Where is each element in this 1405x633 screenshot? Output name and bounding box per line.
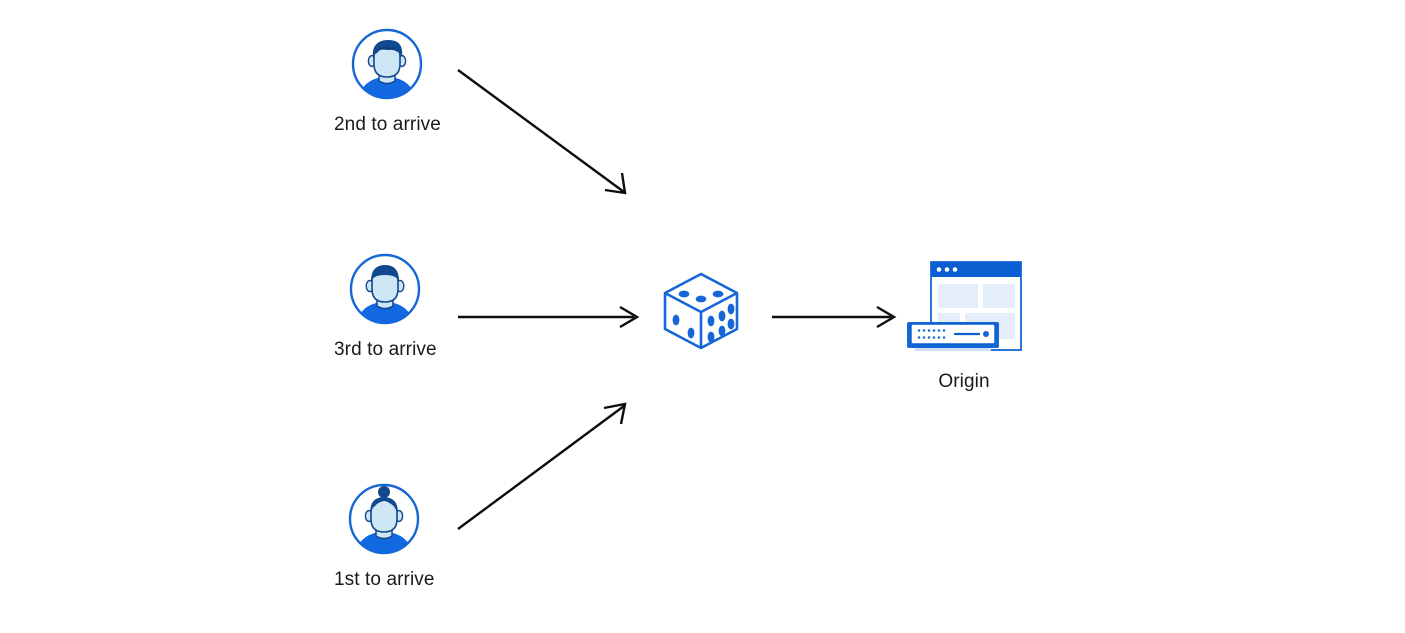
node-label-client-3rd: 3rd to arrive (334, 339, 437, 360)
server-device (907, 322, 999, 351)
node-client-1st[interactable]: 1st to arrive (334, 482, 435, 589)
arrow-dice-to-origin (772, 305, 897, 329)
node-client-3rd[interactable]: 3rd to arrive (334, 252, 437, 359)
node-label-client-1st: 1st to arrive (334, 569, 435, 590)
content-block (983, 284, 1015, 308)
status-dot (983, 331, 989, 337)
arrow-2nd-to-dice (457, 69, 627, 195)
user-avatar-icon (350, 27, 424, 101)
arrow-3rd-to-dice (458, 305, 640, 329)
dice-icon (659, 268, 743, 352)
content-block (938, 284, 978, 308)
user-avatar-icon (348, 252, 422, 326)
window-dot (944, 267, 950, 272)
origin-server-icon (905, 260, 1023, 360)
window-dot (952, 267, 958, 272)
node-label-client-2nd: 2nd to arrive (334, 114, 441, 135)
node-randomizer[interactable] (659, 268, 743, 352)
node-label-origin: Origin (938, 371, 990, 392)
node-origin[interactable]: Origin (905, 260, 1023, 391)
arrow-1st-to-dice (457, 402, 627, 530)
user-avatar-icon (347, 482, 421, 556)
node-client-2nd[interactable]: 2nd to arrive (334, 27, 441, 134)
port-grid (917, 329, 946, 339)
window-dot (936, 267, 942, 272)
